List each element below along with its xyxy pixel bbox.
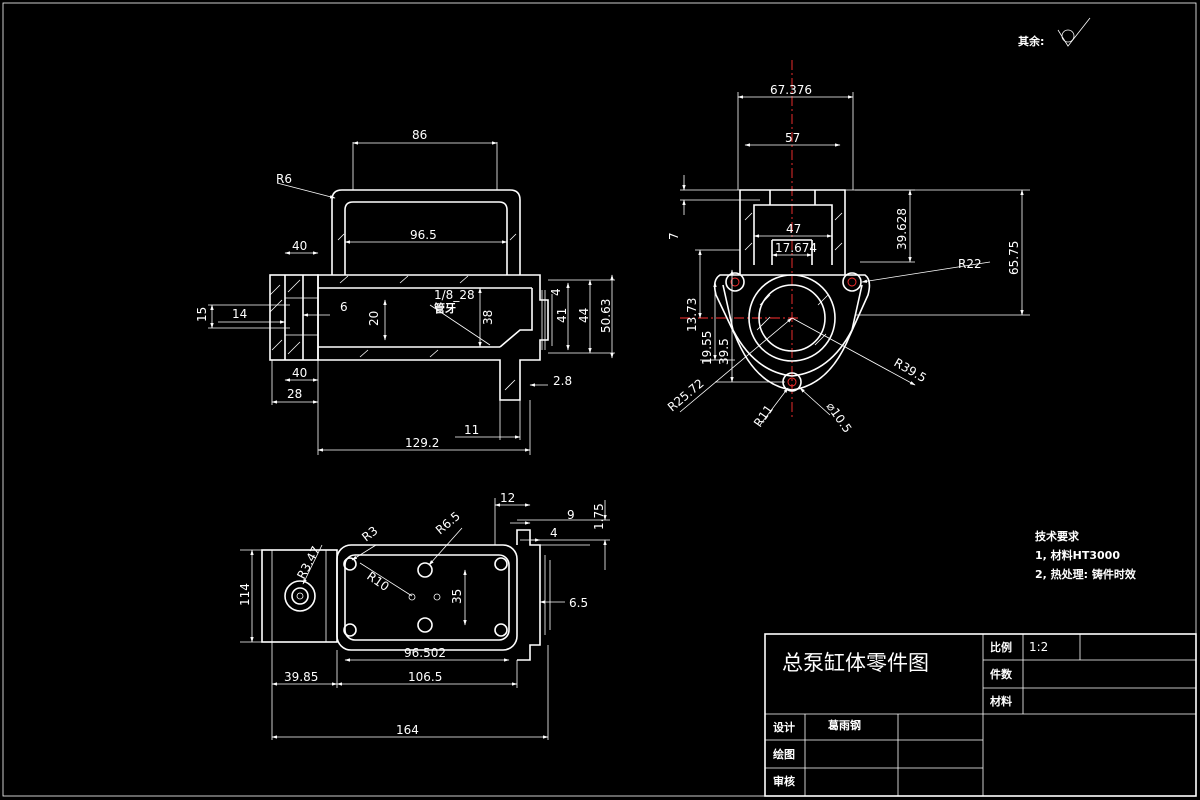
roughness-label: 其余: <box>1018 34 1044 48</box>
title-block: 总泵缸体零件图 比例 1:2 件数 材料 设计 葛雨钢 绘图 审核 <box>764 633 1197 797</box>
dim-96-502: 96.502 <box>404 646 446 660</box>
dim-57: 57 <box>785 131 800 145</box>
drawing-label: 绘图 <box>773 747 795 761</box>
dim-19-55: 19.55 <box>700 331 714 365</box>
dim-35: 35 <box>450 589 464 604</box>
tech-item-1: 1, 材料HT3000 <box>1035 548 1120 562</box>
designer-name: 葛雨钢 <box>827 718 861 732</box>
dim-65-75: 65.75 <box>1007 241 1021 275</box>
dim-r22: R22 <box>958 257 982 271</box>
dim-28: 28 <box>287 387 302 401</box>
dim-r39-5: R39.5 <box>892 355 929 385</box>
tech-heading: 技术要求 <box>1035 529 1080 543</box>
dim-7: 7 <box>667 232 681 240</box>
pipe-thread-spec: 1/8_28 <box>434 288 475 302</box>
top-view: 12 9 4 1.75 R3 R6.5 R3.47 R10 35 114 6.5… <box>238 491 610 740</box>
drawing-title: 总泵缸体零件图 <box>782 651 929 675</box>
dim-r6: R6 <box>276 172 292 186</box>
dim-41: 41 <box>555 308 569 323</box>
dim-9: 9 <box>567 508 575 522</box>
dim-40-bottom: 40 <box>292 366 307 380</box>
dim-4: 4 <box>549 288 563 296</box>
dim-86: 86 <box>412 128 427 142</box>
design-label: 设计 <box>773 720 795 734</box>
dim-4-top: 4 <box>550 526 558 540</box>
dim-67-376: 67.376 <box>770 83 812 97</box>
dim-r10: R10 <box>364 569 391 594</box>
review-label: 审核 <box>773 774 795 788</box>
dim-1-75: 1.75 <box>592 503 606 530</box>
dim-44: 44 <box>577 308 591 323</box>
pipe-thread-label: 管牙 <box>434 301 456 315</box>
dim-r6-5: R6.5 <box>433 509 463 537</box>
dim-129-2: 129.2 <box>405 436 439 450</box>
dim-15: 15 <box>195 307 209 322</box>
roughness-symbol: 其余: <box>1018 17 1091 48</box>
scale-label: 比例 <box>990 640 1012 654</box>
dim-20: 20 <box>367 311 381 326</box>
dim-39-5: 39.5 <box>717 338 731 365</box>
tech-requirements: 技术要求 1, 材料HT3000 2, 热处理: 铸件时效 <box>1035 529 1137 581</box>
dim-11: 11 <box>464 423 479 437</box>
dim-39-628: 39.628 <box>895 208 909 250</box>
dim-114: 114 <box>238 583 252 606</box>
count-label: 件数 <box>990 667 1013 681</box>
scale-value: 1:2 <box>1029 640 1048 654</box>
dim-40-top: 40 <box>292 239 307 253</box>
side-view: 67.376 57 47 17.674 7 39.628 65.75 13.73… <box>665 60 1030 436</box>
dim-38: 38 <box>481 310 495 325</box>
dim-17-674: 17.674 <box>775 241 817 255</box>
dim-39-85: 39.85 <box>284 670 318 684</box>
dim-hole-dia: ⌀10.5 <box>824 400 855 436</box>
dim-50-63: 50.63 <box>599 299 613 333</box>
material-label: 材料 <box>990 694 1012 708</box>
dim-6-5: 6.5 <box>569 596 588 610</box>
front-view: 86 96.5 R6 40 40 14 15 6 20 38 41 44 50.… <box>195 128 615 455</box>
dim-14: 14 <box>232 307 247 321</box>
dim-12: 12 <box>500 491 515 505</box>
dim-r11: R11 <box>751 402 776 429</box>
dim-164: 164 <box>396 723 419 737</box>
dim-13-73: 13.73 <box>685 298 699 332</box>
dim-6: 6 <box>340 300 348 314</box>
tech-item-2: 2, 热处理: 铸件时效 <box>1035 567 1137 581</box>
dim-96-5: 96.5 <box>410 228 437 242</box>
dim-2-8: 2.8 <box>553 374 572 388</box>
dim-106-5: 106.5 <box>408 670 442 684</box>
dim-47: 47 <box>786 222 801 236</box>
dim-r3: R3 <box>359 523 380 544</box>
